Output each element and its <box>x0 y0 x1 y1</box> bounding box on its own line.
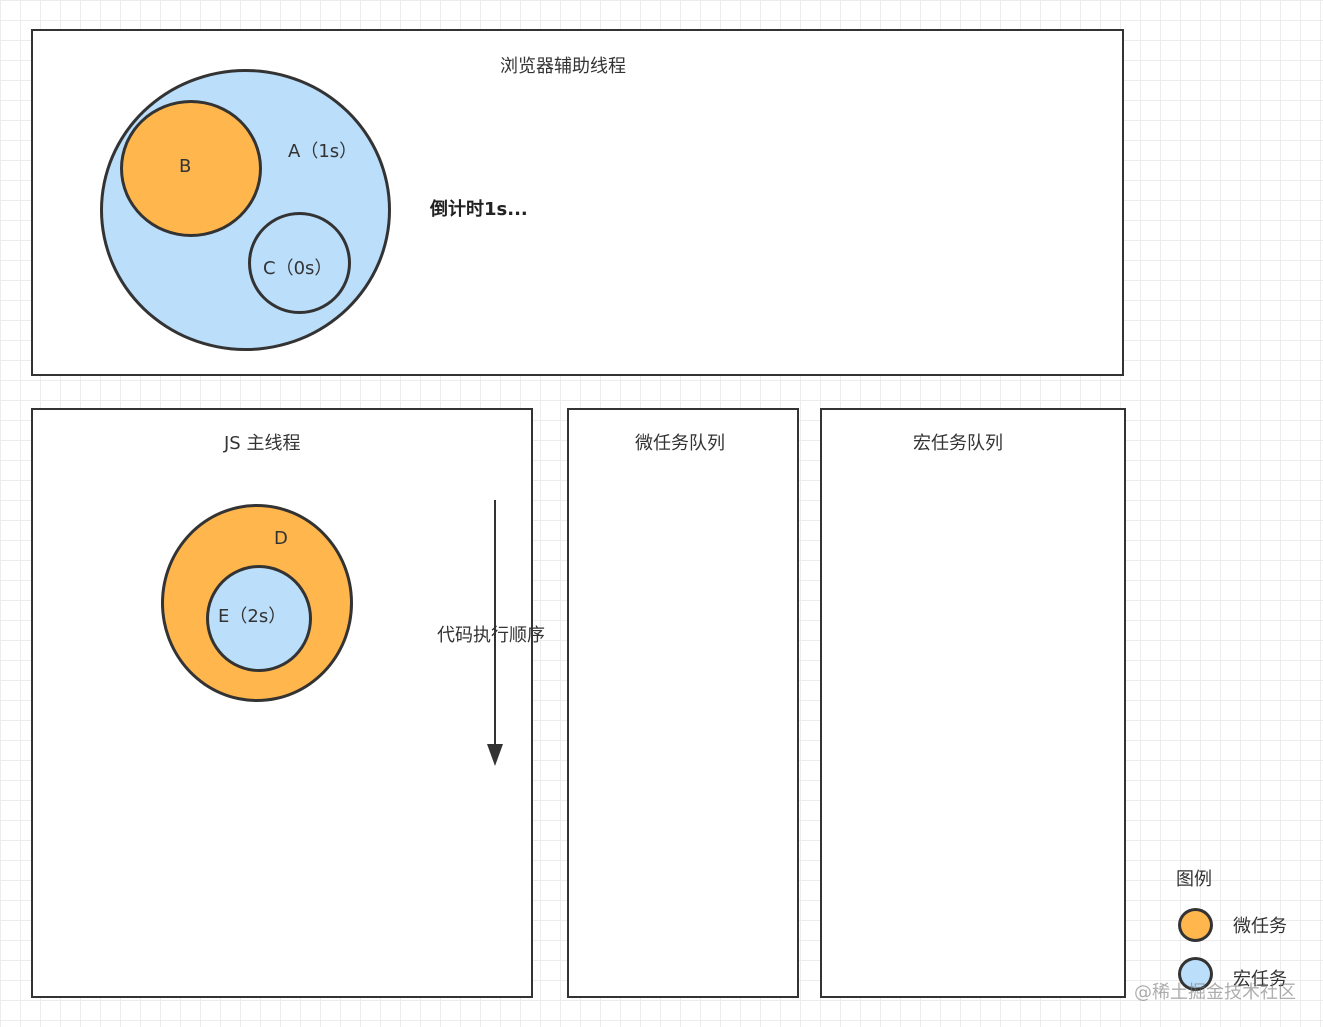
timer-a-label: A（1s） <box>288 141 358 162</box>
legend-micro-swatch <box>1178 908 1213 942</box>
legend-micro-label: 微任务 <box>1233 916 1287 937</box>
macrotask-queue-panel <box>820 408 1126 998</box>
countdown-label: 倒计时1s... <box>430 199 528 220</box>
browser-thread-title: 浏览器辅助线程 <box>500 56 626 77</box>
timer-c-circle <box>248 212 351 314</box>
microtask-queue-title: 微任务队列 <box>635 433 725 454</box>
execution-order-arrow <box>487 500 503 766</box>
task-b-circle <box>120 100 262 237</box>
legend-macro-label: 宏任务 <box>1233 969 1287 990</box>
watermark-text: @稀土掘金技术社区 <box>1134 982 1296 1003</box>
timer-e-circle <box>206 565 312 672</box>
macrotask-queue-title: 宏任务队列 <box>913 433 1003 454</box>
legend-macro-swatch <box>1178 957 1213 991</box>
main-thread-panel <box>31 408 533 998</box>
timer-e-label: E（2s） <box>218 606 287 627</box>
task-b-label: B <box>179 156 192 177</box>
timer-c-label: C（0s） <box>263 258 333 279</box>
microtask-queue-panel <box>567 408 799 998</box>
main-thread-title: JS 主线程 <box>224 433 301 454</box>
execution-order-label: 代码执行顺序 <box>437 625 545 646</box>
legend-title: 图例 <box>1176 869 1212 890</box>
task-d-label: D <box>274 528 288 549</box>
